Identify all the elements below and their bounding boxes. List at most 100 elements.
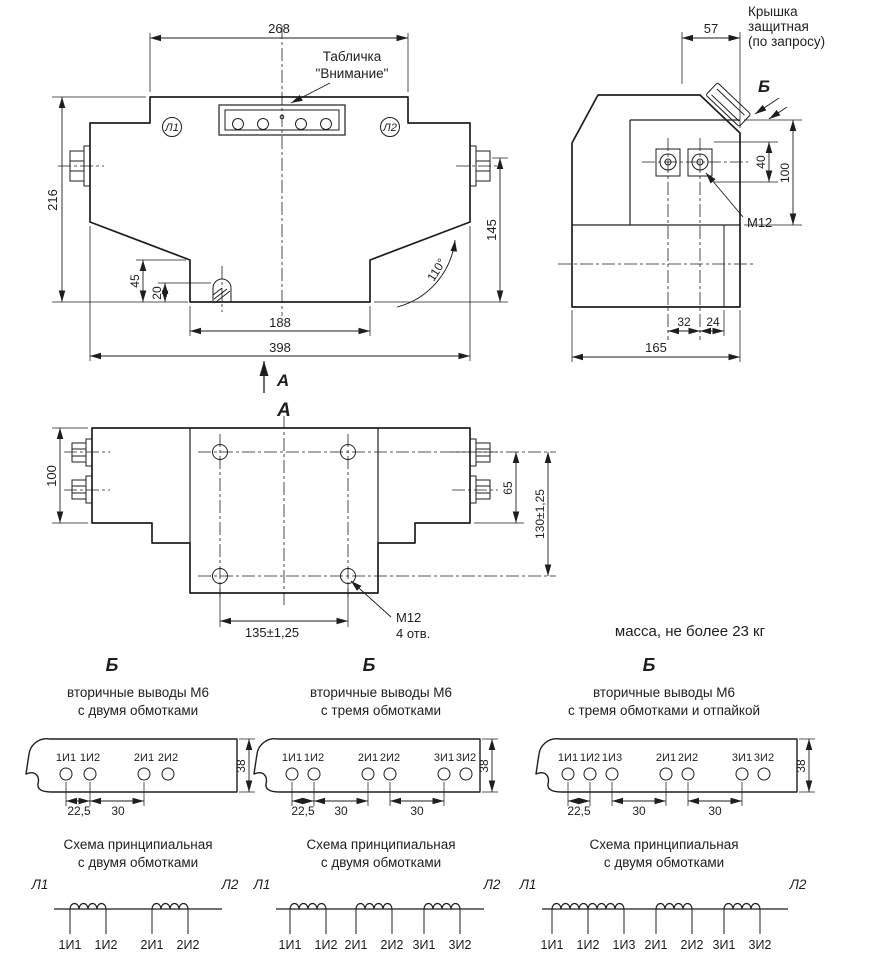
cover-note-line2: защитная [748, 19, 809, 34]
side-body-outline [571, 94, 741, 308]
terminal-label: 2И1 [134, 752, 154, 764]
dim-stud-offset-value: 20 [150, 286, 164, 300]
dim-depth-value: 165 [645, 340, 667, 355]
section1-terminal-box [25, 738, 238, 793]
section3-dims: 22,5 30 30 [567, 782, 743, 818]
section3-dim-height: 38 [794, 738, 815, 793]
schematic-terminal: 1И2 [95, 938, 118, 952]
dim-edge-value: 24 [706, 315, 720, 329]
dim-side-depth-value: 100 [44, 465, 59, 487]
view-b-arrow: Б [754, 77, 788, 120]
section3-schematic-title1: Схема принципиальная [589, 837, 738, 852]
section3-terminal-box [535, 738, 798, 793]
dim-total-width-value: 398 [269, 340, 291, 355]
terminal-section-1: Б вторичные выводы М6 с двумя обмотками … [25, 655, 255, 952]
section2-schematic-title2: с двумя обмотками [321, 855, 441, 870]
section1-schematic-title2: с двумя обмотками [78, 855, 198, 870]
hole-callout-line2: 4 отв. [396, 626, 430, 641]
schematic-terminal: 2И2 [681, 938, 704, 952]
schematic-terminal: 1И1 [541, 938, 564, 952]
section3-title-line2: с тремя обмотками и отпайкой [568, 703, 760, 718]
schematic-terminal: 2И2 [177, 938, 200, 952]
terminal-label: 1И1 [56, 752, 76, 764]
terminal-label: 3И2 [456, 752, 476, 764]
dim-bolt-spacing: 32 [668, 315, 700, 335]
bottom-right-bolts [469, 438, 491, 504]
terminal-section-2: Б вторичные выводы М6 с тремя обмотками … [253, 655, 501, 952]
section1-schematic: Л1 Л2 1И1 1И2 2И1 2И2 [31, 877, 239, 952]
dim-value: 22,5 [67, 804, 91, 818]
view-b-label: Б [758, 77, 770, 96]
terminal-label: 3И1 [732, 752, 752, 764]
section1-title-line2: с двумя обмотками [78, 703, 198, 718]
terminal-l1-label: Л1 [164, 122, 179, 134]
section1-dim-height: 38 [234, 738, 255, 793]
schematic-terminal: 1И1 [59, 938, 82, 952]
bottom-stud [212, 266, 232, 312]
schematic-terminal: 2И1 [645, 938, 668, 952]
terminal-label: 1И2 [580, 752, 600, 764]
view-a-arrow-label: А [276, 371, 289, 390]
dim-bolt-spacing-value: 32 [677, 315, 691, 329]
terminal-label: 2И2 [380, 752, 400, 764]
section2-terminals: 1И1 1И2 2И1 2И2 3И1 3И2 [282, 752, 476, 781]
dim-stud-offset: 20 [150, 282, 211, 302]
primary-l1: Л1 [519, 877, 537, 892]
hole-callout: М12 4 отв. [350, 580, 430, 641]
terminal-label: 1И2 [80, 752, 100, 764]
dim-value: 30 [334, 804, 348, 818]
winding-coils [69, 902, 189, 910]
plate-callout-line1: Табличка [323, 49, 382, 64]
section3-view-label: Б [643, 655, 656, 675]
terminal-label: 3И2 [754, 752, 774, 764]
dim-value: 30 [111, 804, 125, 818]
view-a-title: А [276, 400, 291, 421]
view-a-arrow: А [259, 361, 289, 393]
terminal-label: 2И1 [358, 752, 378, 764]
primary-l1: Л1 [31, 877, 49, 892]
dim-hole-edge: 65 [474, 452, 524, 524]
bolt-callout-value: М12 [747, 215, 772, 230]
bottom-view: А [44, 400, 556, 641]
terminal-label: 1И3 [602, 752, 622, 764]
primary-l2: Л2 [483, 877, 501, 892]
dim-value: 22,5 [291, 804, 315, 818]
dim-side-depth: 100 [44, 427, 88, 524]
plate-callout-line2: "Внимание" [316, 66, 389, 81]
section3-terminals: 1И1 1И2 1И3 2И1 2И2 3И1 3И2 [558, 752, 774, 781]
dim-hole-spacing-h-value: 135±1,25 [245, 625, 299, 640]
section1-title-line1: вторичные выводы М6 [67, 685, 209, 700]
section2-dim-height: 38 [477, 738, 498, 793]
schematic-terminal: 2И1 [345, 938, 368, 952]
bottom-body-outline [91, 427, 471, 594]
terminal-label: 2И2 [678, 752, 698, 764]
dim-side-top-value: 57 [704, 21, 718, 36]
section2-schematic: Л1 Л2 1И1 1И2 2И1 2И2 3И1 3И2 [253, 877, 501, 952]
section2-view-label: Б [363, 655, 376, 675]
dim-right-height: 145 [374, 157, 508, 303]
dim-block-height: 100 [744, 119, 802, 226]
terminal-label: 2И2 [158, 752, 178, 764]
schematic-terminal: 2И1 [141, 938, 164, 952]
dim-edge: 24 [700, 310, 725, 336]
winding-coils [289, 902, 461, 910]
dim-depth: 165 [571, 310, 741, 362]
terminal-label: 1И1 [282, 752, 302, 764]
dim-value: 30 [708, 804, 722, 818]
terminal-label: 3И1 [434, 752, 454, 764]
plate-callout: Табличка "Внимание" [290, 49, 389, 104]
dim-value: 38 [477, 759, 491, 773]
primary-l2: Л2 [221, 877, 239, 892]
schematic-terminal: 1И1 [279, 938, 302, 952]
bolt-callout: М12 [705, 172, 772, 230]
dim-total-width: 398 [89, 226, 471, 361]
left-side-bolt [58, 145, 104, 187]
dim-side-top: 57 [681, 21, 741, 128]
dim-value: 30 [410, 804, 424, 818]
dim-bolt-height: 40 [714, 141, 778, 183]
bottom-left-bolts [71, 438, 93, 504]
schematic-terminal: 2И2 [381, 938, 404, 952]
schematic-terminal: 1И2 [315, 938, 338, 952]
side-view: Крышка защитная (по запросу) Б 57 40 100 [558, 4, 825, 362]
